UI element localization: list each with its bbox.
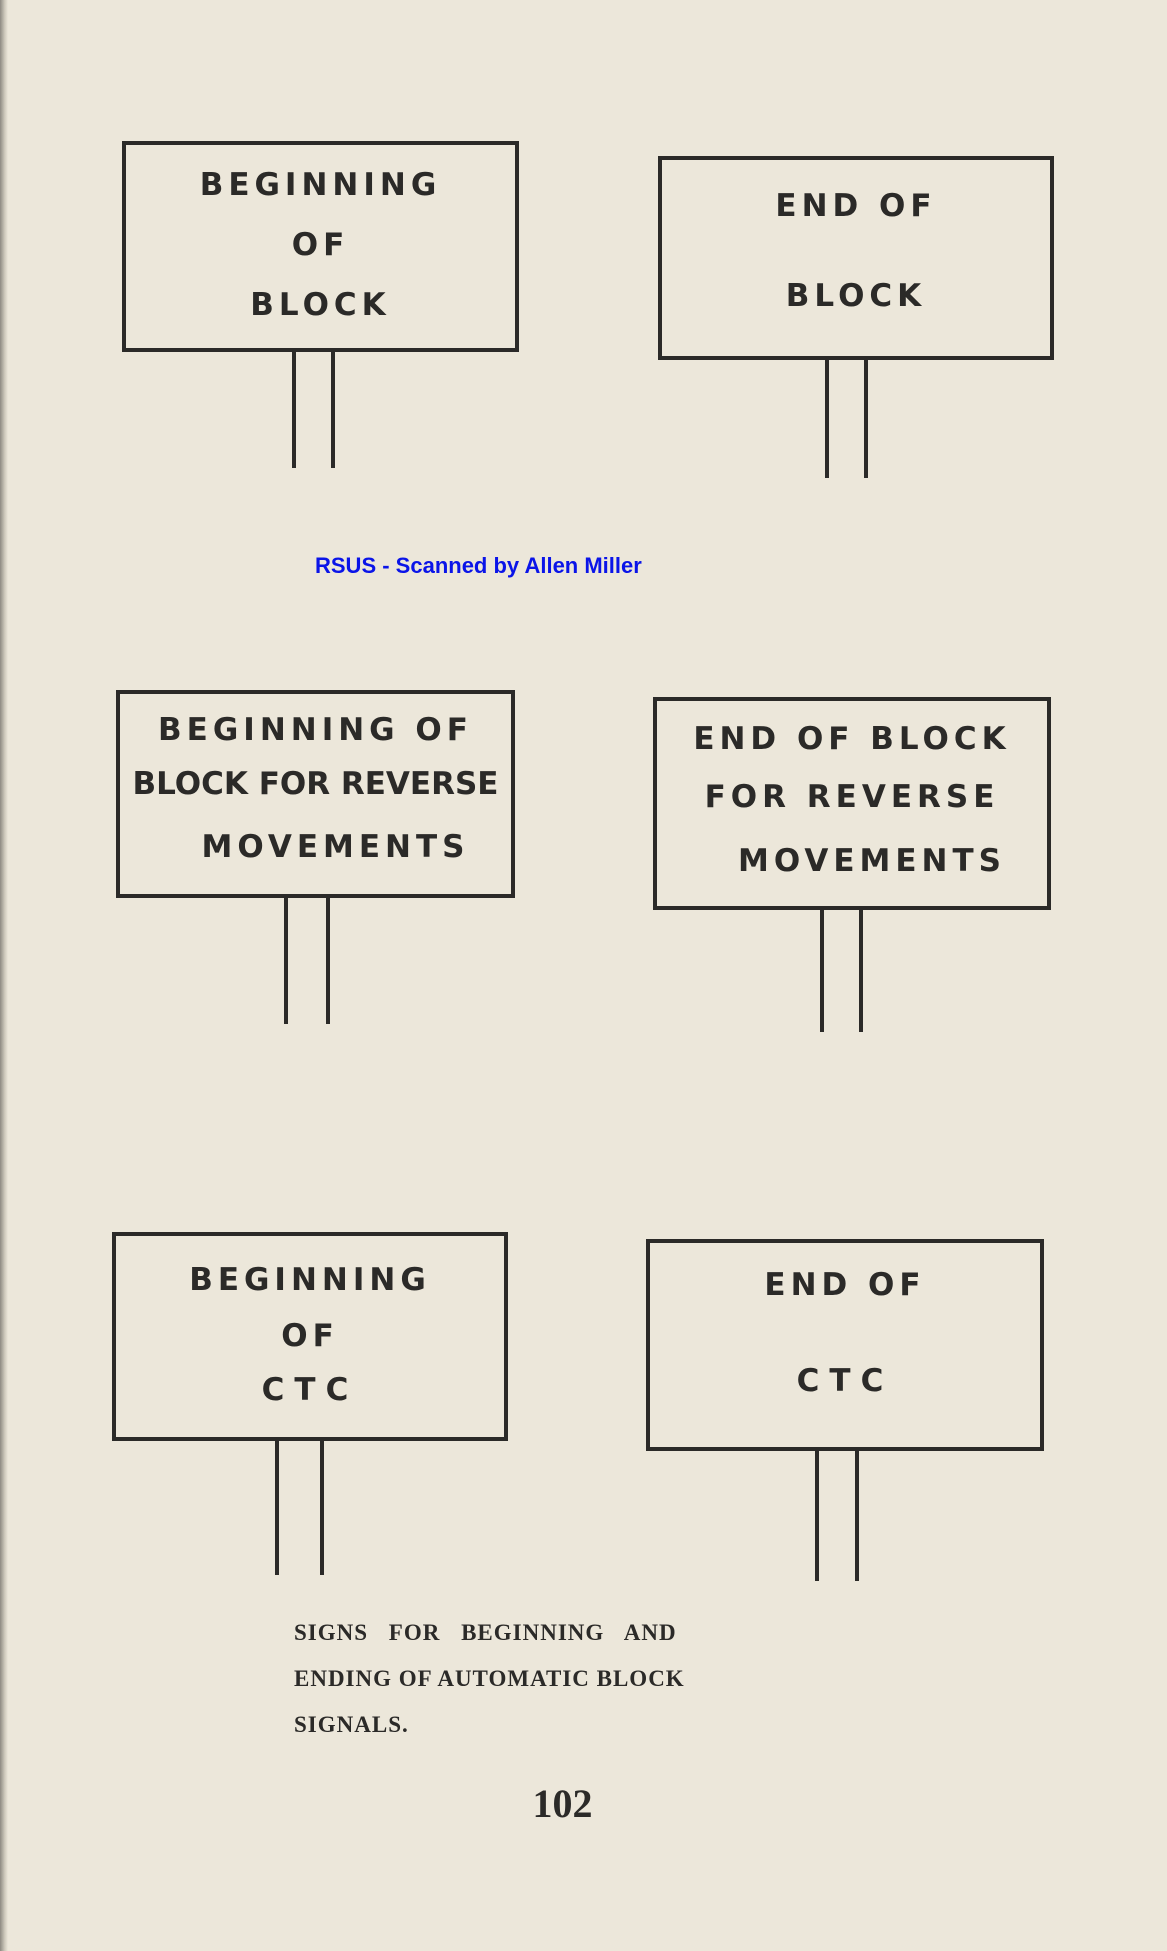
page-number: 102 xyxy=(532,1781,593,1826)
sign-text: BEGINNING xyxy=(189,1262,431,1298)
sign-text: BLOCK xyxy=(785,278,927,314)
sign-text: END OF BLOCK xyxy=(693,721,1011,757)
sign-post xyxy=(292,350,296,468)
figure-caption-line: SIGNALS. xyxy=(294,1712,409,1737)
sign-text: MOVEMENTS xyxy=(201,829,470,865)
sign-text: CTC xyxy=(796,1363,894,1399)
sign-post xyxy=(864,358,868,478)
scanner-watermark: RSUS - Scanned by Allen Miller xyxy=(315,553,642,578)
sign-text: BEGINNING OF xyxy=(158,712,473,748)
book-binding-edge xyxy=(0,0,8,1951)
sign-text: FOR REVERSE xyxy=(704,779,1000,815)
figure-caption-line: SIGNS FOR BEGINNING AND xyxy=(294,1620,677,1645)
sign-board: END OF BLOCK FOR REVERSE MOVEMENTS xyxy=(653,697,1051,910)
sign-post xyxy=(859,908,863,1032)
sign-post xyxy=(815,1449,819,1581)
sign-text: MOVEMENTS xyxy=(738,843,1006,879)
sign-text: END OF xyxy=(775,188,937,224)
sign-board: END OF BLOCK xyxy=(658,156,1054,360)
figure-caption-line: ENDING OF AUTOMATIC BLOCK xyxy=(294,1666,685,1691)
sign-text: OF xyxy=(281,1318,339,1354)
sign-post xyxy=(820,908,824,1032)
sign-text: BEGINNING xyxy=(199,167,442,203)
sign-board: BEGINNING OF BLOCK FOR REVERSE MOVEMENTS xyxy=(116,690,515,898)
sign-post xyxy=(326,896,330,1024)
sign-post xyxy=(331,350,335,468)
sign-text: END OF xyxy=(764,1267,926,1303)
sign-post xyxy=(320,1439,324,1575)
sign-post xyxy=(855,1449,859,1581)
sign-text: OF xyxy=(291,227,350,263)
sign-board: BEGINNING OF BLOCK xyxy=(122,141,519,352)
sign-board: END OF CTC xyxy=(646,1239,1044,1451)
sign-post xyxy=(825,358,829,478)
sign-board: BEGINNING OF CTC xyxy=(112,1232,508,1441)
sign-text: BLOCK FOR REVERSE xyxy=(132,766,499,802)
sign-text: CTC xyxy=(261,1372,359,1408)
sign-post xyxy=(275,1439,279,1575)
sign-text: BLOCK xyxy=(250,287,391,323)
sign-post xyxy=(284,896,288,1024)
